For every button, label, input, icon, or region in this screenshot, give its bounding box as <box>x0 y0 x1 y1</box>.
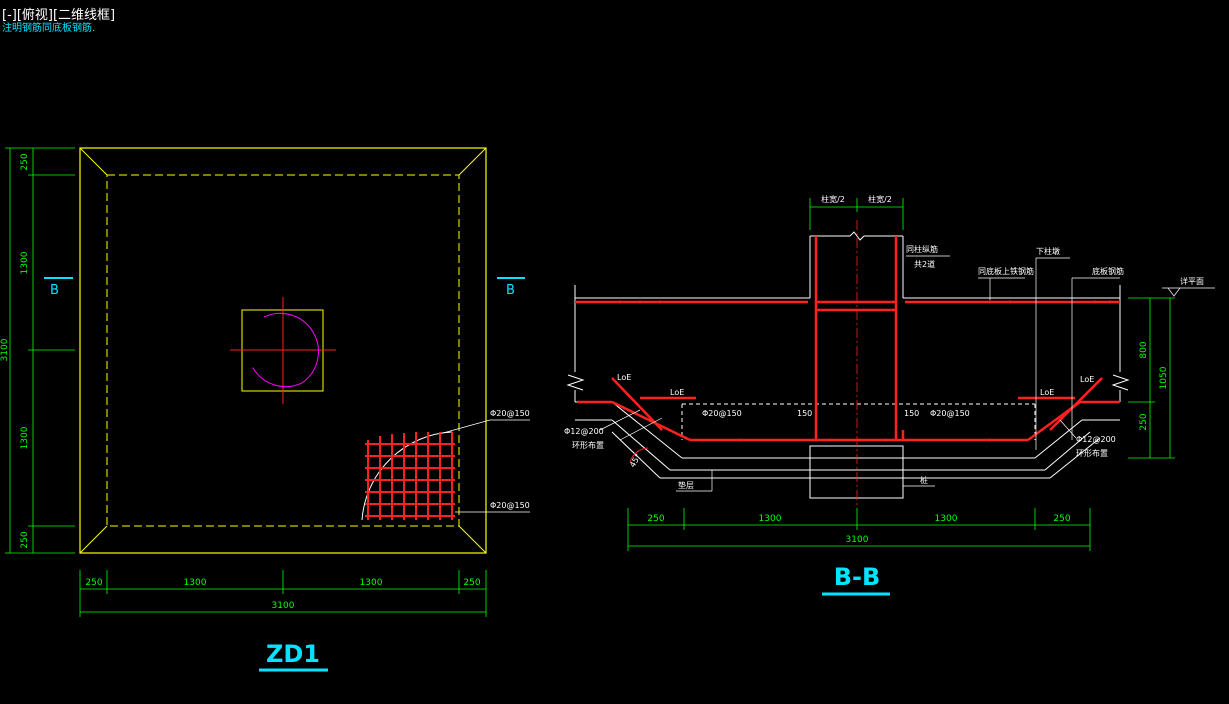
loe-label-4: LoE <box>1080 375 1094 384</box>
hoop-right: Φ12@200 <box>1076 435 1116 444</box>
plan-outer-outline <box>79 147 487 554</box>
plan-hdim-2: 1300 <box>184 578 207 588</box>
section-bdim-2: 1300 <box>759 514 782 524</box>
loe-label-1: LoE <box>617 373 631 382</box>
section-column-dimension <box>809 198 904 230</box>
section-dim-150-left: 150 <box>797 409 812 418</box>
hoop-left-note: 环形布置 <box>572 440 604 450</box>
plan-section-marker-right: B <box>506 283 515 298</box>
note-lower-column: 下柱墩 <box>1036 246 1060 256</box>
cushion-label: 垫层 <box>678 480 694 490</box>
plan-vdim-total: 3100 <box>0 338 10 361</box>
section-col-half-right: 柱宽/2 <box>868 194 892 204</box>
plan-vdim-4: 250 <box>20 531 30 548</box>
note-slab-top: 同底板上铁钢筋 <box>978 266 1034 276</box>
pile-label: 桩 <box>920 475 928 485</box>
section-rdim-1: 800 <box>1139 341 1149 358</box>
section-bdim-4: 250 <box>1053 514 1070 524</box>
section-col-half-left: 柱宽/2 <box>821 194 845 204</box>
loe-label-2: LoE <box>670 388 684 397</box>
plan-pile-arc <box>252 312 319 388</box>
hoop-right-note: 环形布置 <box>1076 448 1108 458</box>
plan-rebar-label-top: Φ20@150 <box>490 409 530 418</box>
section-view: 柱宽/2 柱宽/2 同柱纵筋 共2道 同底板上铁钢筋 下柱墩 底板钢筋 详平面 … <box>564 194 1215 596</box>
plan-rebar-label-bottom: Φ20@150 <box>490 501 530 510</box>
plan-vdim-2: 1300 <box>20 251 30 274</box>
section-title: B-B <box>834 563 881 591</box>
plan-horizontal-dimension <box>79 570 487 617</box>
plan-hdim-3: 1300 <box>360 578 383 588</box>
plan-vdim-1: 250 <box>20 153 30 170</box>
section-rebar-dots <box>618 300 1112 442</box>
loe-label-3: LoE <box>1040 388 1054 397</box>
section-bottom-dimension <box>627 508 1091 551</box>
viewport-label[interactable]: [-][俯视][二维线框] <box>2 8 116 23</box>
section-rebars <box>575 236 1120 442</box>
plan-hdim-4: 250 <box>463 578 480 588</box>
note-level: 详平面 <box>1180 276 1204 286</box>
plan-hdim-1: 250 <box>85 578 102 588</box>
plan-view: Φ20@150 Φ20@150 B B 250 1300 1300 250 31… <box>0 147 530 672</box>
plan-vdim-3: 1300 <box>20 426 30 449</box>
section-outline <box>566 231 1130 499</box>
section-bdim-1: 250 <box>647 514 664 524</box>
section-rebar-left: Φ20@150 <box>702 409 742 418</box>
plan-vertical-dimension <box>5 147 75 554</box>
plan-rebar-mesh <box>361 419 530 521</box>
section-right-dimension <box>1128 297 1175 459</box>
section-dim-150-right: 150 <box>904 409 919 418</box>
section-rdim-2: 250 <box>1139 413 1149 430</box>
section-rebar-right: Φ20@150 <box>930 409 970 418</box>
section-rdim-total: 1050 <box>1159 366 1169 389</box>
plan-title: ZD1 <box>266 640 320 668</box>
plan-inner-outline <box>106 174 460 527</box>
note-column-bars2: 共2道 <box>914 259 935 269</box>
note-column-bars: 同柱纵筋 <box>906 244 938 254</box>
drawing-note: 注明钢筋同底板钢筋. <box>2 23 96 34</box>
note-slab-bars: 底板钢筋 <box>1092 266 1124 276</box>
plan-hdim-total: 3100 <box>272 601 295 611</box>
section-bdim-3: 1300 <box>935 514 958 524</box>
section-bdim-total: 3100 <box>846 535 869 545</box>
plan-section-marker-left: B <box>50 283 59 298</box>
hoop-left: Φ12@200 <box>564 427 604 436</box>
